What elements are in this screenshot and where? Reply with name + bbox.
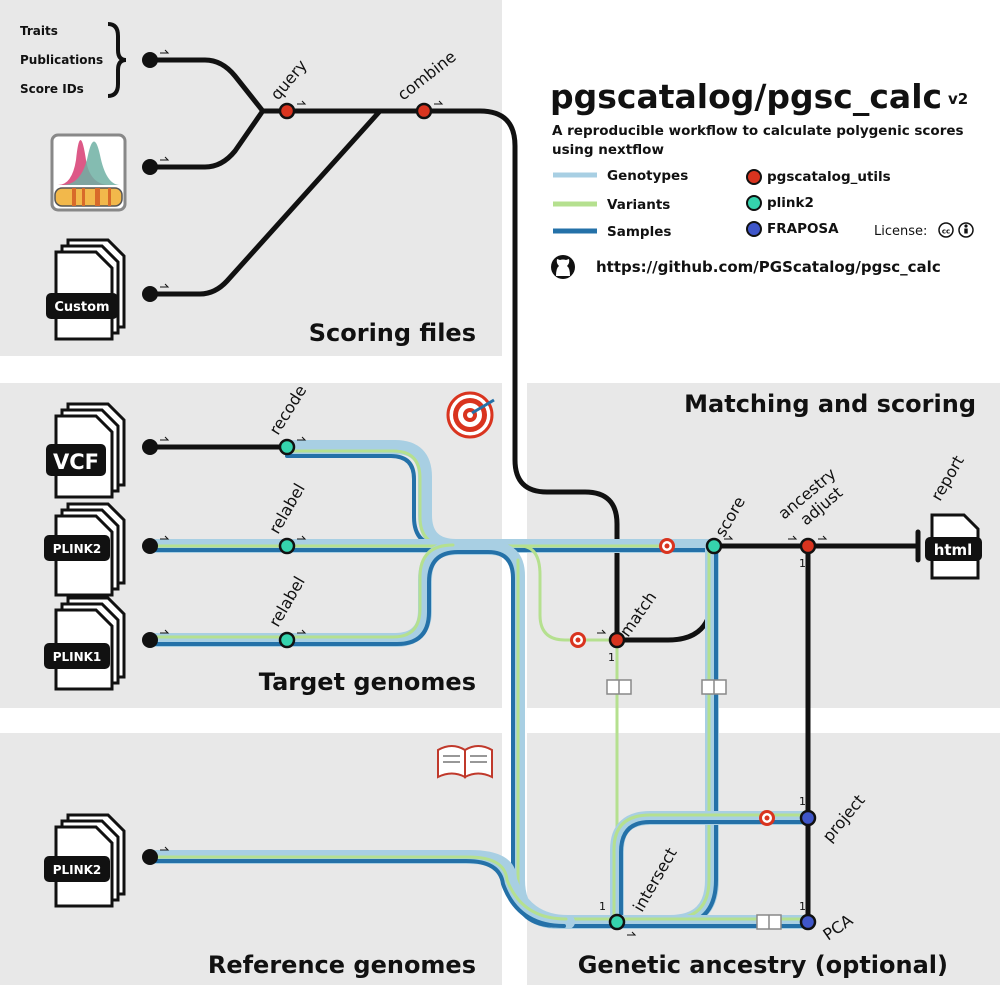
relabel-2-node	[278, 631, 296, 649]
small-book-icon	[756, 914, 782, 930]
license-label: License:	[874, 224, 927, 239]
custom-file-label: Custom	[54, 300, 109, 315]
custom-input-dot	[142, 286, 158, 302]
scoring-panel-title: Scoring files	[309, 319, 476, 347]
count-marker: 1	[799, 557, 806, 570]
vcf-file-label: VCF	[53, 450, 99, 474]
vcf-input-dot	[142, 439, 158, 455]
app-title: pgscatalog/pgsc_calc	[550, 77, 942, 116]
repo-url-link[interactable]: https://github.com/PGScatalog/pgsc_calc	[596, 258, 941, 276]
plink2-file-label: PLINK2	[53, 542, 102, 556]
small-target-icon	[570, 632, 586, 648]
matching-panel-title: Matching and scoring	[684, 390, 976, 418]
html-report-label: html	[934, 541, 973, 559]
intersect-node	[608, 913, 626, 931]
query-item-publications: Publications	[20, 53, 103, 67]
query-to-match-line	[259, 108, 620, 643]
count-marker: 1	[799, 900, 806, 913]
score-node	[705, 537, 723, 555]
legend-plink2-label: plink2	[767, 195, 814, 211]
custom-input-line	[147, 108, 383, 297]
pca-node	[799, 913, 817, 931]
attribution-icon	[958, 222, 974, 238]
direction-arrows	[160, 49, 828, 936]
variants-to-match-line	[518, 544, 619, 642]
subtitle-line-1: A reproducible workflow to calculate pol…	[552, 123, 964, 139]
custom-file-icon: Custom	[46, 238, 126, 341]
ancestry-adjust-node	[799, 537, 817, 555]
plink2-line	[143, 539, 719, 553]
target-icon	[446, 391, 495, 439]
combine-node	[415, 102, 433, 120]
brace-icon	[107, 22, 127, 98]
ref-plink2-file-icon: PLINK2	[44, 813, 126, 908]
relabel-1-node	[278, 537, 296, 555]
svg-text:cc: cc	[942, 228, 950, 236]
plink1-file-icon: PLINK1	[44, 596, 126, 691]
html-report-icon: html	[925, 513, 982, 580]
query-node	[278, 102, 296, 120]
target-panel-title: Target genomes	[259, 668, 476, 696]
book-icon	[437, 745, 493, 779]
pgs-input-dot	[142, 159, 158, 175]
match-node	[608, 631, 626, 649]
plink1-input-dot	[142, 632, 158, 648]
reference-line	[143, 850, 575, 929]
query-input-line	[147, 57, 265, 113]
vcf-file-icon: VCF	[46, 402, 126, 499]
count-marker: 1	[799, 795, 806, 808]
project-node	[799, 809, 817, 827]
input-dots	[142, 52, 158, 865]
small-target-icon	[759, 810, 775, 826]
small-book-icon	[606, 679, 632, 695]
ref-plink2-input-dot	[142, 849, 158, 865]
legend-plink2-dot	[746, 195, 762, 211]
legend-samples-label: Samples	[607, 224, 671, 240]
recode-node	[278, 438, 296, 456]
legend-genotypes-label: Genotypes	[607, 168, 688, 184]
legend-pgscatalog-utils-label: pgscatalog_utils	[767, 169, 891, 185]
ref-plink2-file-label: PLINK2	[53, 863, 102, 877]
query-items: Traits Publications Score IDs	[20, 22, 127, 98]
count-marker: 1	[599, 900, 606, 913]
pgs-distribution-icon	[50, 133, 127, 212]
legend-variants-label: Variants	[607, 197, 670, 213]
cc-icon: cc	[938, 222, 954, 238]
github-icon[interactable]	[551, 255, 575, 279]
plink2-file-icon: PLINK2	[44, 502, 126, 597]
intersect-to-project-line	[610, 811, 815, 929]
plink2-input-dot	[142, 538, 158, 554]
header: pgscatalog/pgsc_calc v2 A reproducible w…	[550, 77, 968, 158]
query-input-dot	[142, 52, 158, 68]
subtitle-line-2: using nextflow	[552, 142, 664, 158]
target-lines	[143, 440, 815, 929]
small-target-icon	[659, 538, 675, 554]
count-marker: 1	[608, 651, 615, 664]
reference-panel-title: Reference genomes	[208, 951, 476, 979]
pgs-input-line	[147, 109, 265, 170]
small-book-icon	[701, 679, 727, 695]
legend-fraposa-dot	[746, 221, 762, 237]
ancestry-panel	[527, 733, 1000, 985]
legend-pgscatalog-utils-dot	[746, 169, 762, 185]
query-item-traits: Traits	[20, 24, 58, 38]
legend: Genotypes Variants Samples pgscatalog_ut…	[551, 168, 974, 279]
query-item-score-ids: Score IDs	[20, 82, 84, 96]
ancestry-panel-title: Genetic ancestry (optional)	[578, 951, 948, 979]
process-nodes	[278, 102, 817, 931]
legend-fraposa-label: FRAPOSA	[767, 221, 839, 237]
plink1-file-label: PLINK1	[53, 650, 102, 664]
version-label: v2	[948, 90, 968, 108]
